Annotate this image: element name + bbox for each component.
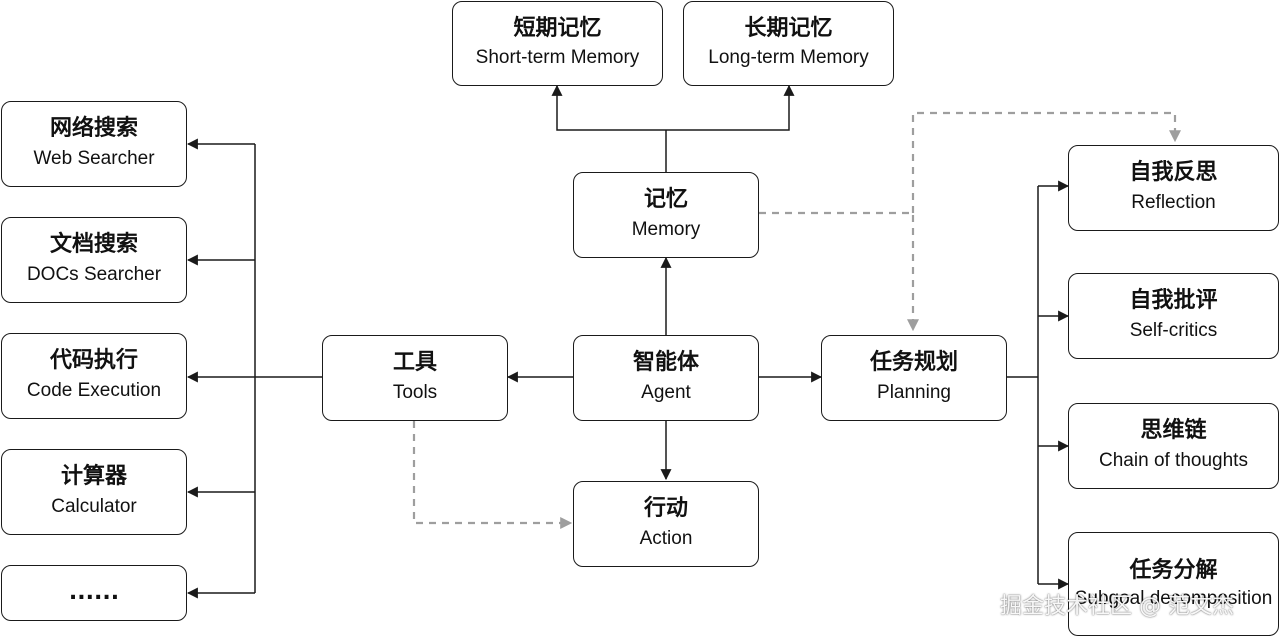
self-critics-en: Self-critics <box>1129 319 1218 341</box>
action-node: 行动 Action <box>573 481 759 567</box>
code-execution-zh: 代码执行 <box>49 348 138 374</box>
long-term-memory-en: Long-term Memory <box>708 47 869 69</box>
edge-memory-to-short-term <box>551 84 666 131</box>
planning-en: Planning <box>877 381 951 403</box>
chain-of-thoughts-zh: 思维链 <box>1140 418 1207 444</box>
more-tools-label: ...... <box>68 579 120 605</box>
action-zh: 行动 <box>643 496 688 522</box>
tools-en: Tools <box>392 381 438 403</box>
subgoal-decomposition-node: 任务分解 Subgoal decomposition <box>1068 532 1279 636</box>
long-term-memory-node: 长期记忆 Long-term Memory <box>683 1 894 86</box>
reflection-en: Reflection <box>1131 191 1216 213</box>
planning-node: 任务规划 Planning <box>821 335 1007 421</box>
agent-en: Agent <box>641 381 691 403</box>
more-tools-node: ...... <box>1 565 187 621</box>
edge-tools-bus <box>254 144 322 593</box>
edge-planning-bus <box>1006 186 1039 584</box>
short-term-memory-en: Short-term Memory <box>475 47 640 69</box>
action-en: Action <box>639 527 693 549</box>
chain-of-thoughts-node: 思维链 Chain of thoughts <box>1068 403 1279 489</box>
long-term-memory-zh: 长期记忆 <box>744 15 833 41</box>
edge-memory-to-planning-dashed <box>759 211 919 332</box>
docs-searcher-zh: 文档搜索 <box>49 232 138 258</box>
web-searcher-en: Web Searcher <box>33 147 155 169</box>
memory-en: Memory <box>631 218 701 240</box>
calculator-en: Calculator <box>51 495 137 517</box>
agent-node: 智能体 Agent <box>573 335 759 421</box>
edge-memory-to-long-term <box>666 84 795 131</box>
memory-node: 记忆 Memory <box>573 172 759 258</box>
reflection-zh: 自我反思 <box>1129 160 1218 186</box>
subgoal-decomposition-en: Subgoal decomposition <box>1074 587 1273 609</box>
edge-tools-to-action-dashed <box>412 421 573 529</box>
tools-node: 工具 Tools <box>322 335 508 421</box>
docs-searcher-en: DOCs Searcher <box>26 263 162 285</box>
planning-zh: 任务规划 <box>869 350 958 376</box>
tools-zh: 工具 <box>392 350 437 376</box>
agent-zh: 智能体 <box>632 350 699 376</box>
chain-of-thoughts-en: Chain of thoughts <box>1099 449 1248 471</box>
docs-searcher-node: 文档搜索 DOCs Searcher <box>1 217 187 303</box>
self-critics-zh: 自我批评 <box>1129 288 1218 314</box>
memory-zh: 记忆 <box>643 187 688 213</box>
web-searcher-node: 网络搜索 Web Searcher <box>1 101 187 187</box>
code-execution-node: 代码执行 Code Execution <box>1 333 187 419</box>
self-critics-node: 自我批评 Self-critics <box>1068 273 1279 359</box>
short-term-memory-node: 短期记忆 Short-term Memory <box>452 1 663 86</box>
reflection-node: 自我反思 Reflection <box>1068 145 1279 231</box>
subgoal-decomposition-zh: 任务分解 <box>1129 558 1218 584</box>
short-term-memory-zh: 短期记忆 <box>513 15 602 41</box>
calculator-node: 计算器 Calculator <box>1 449 187 535</box>
web-searcher-zh: 网络搜索 <box>49 116 138 142</box>
calculator-zh: 计算器 <box>60 464 127 490</box>
code-execution-en: Code Execution <box>26 379 162 401</box>
